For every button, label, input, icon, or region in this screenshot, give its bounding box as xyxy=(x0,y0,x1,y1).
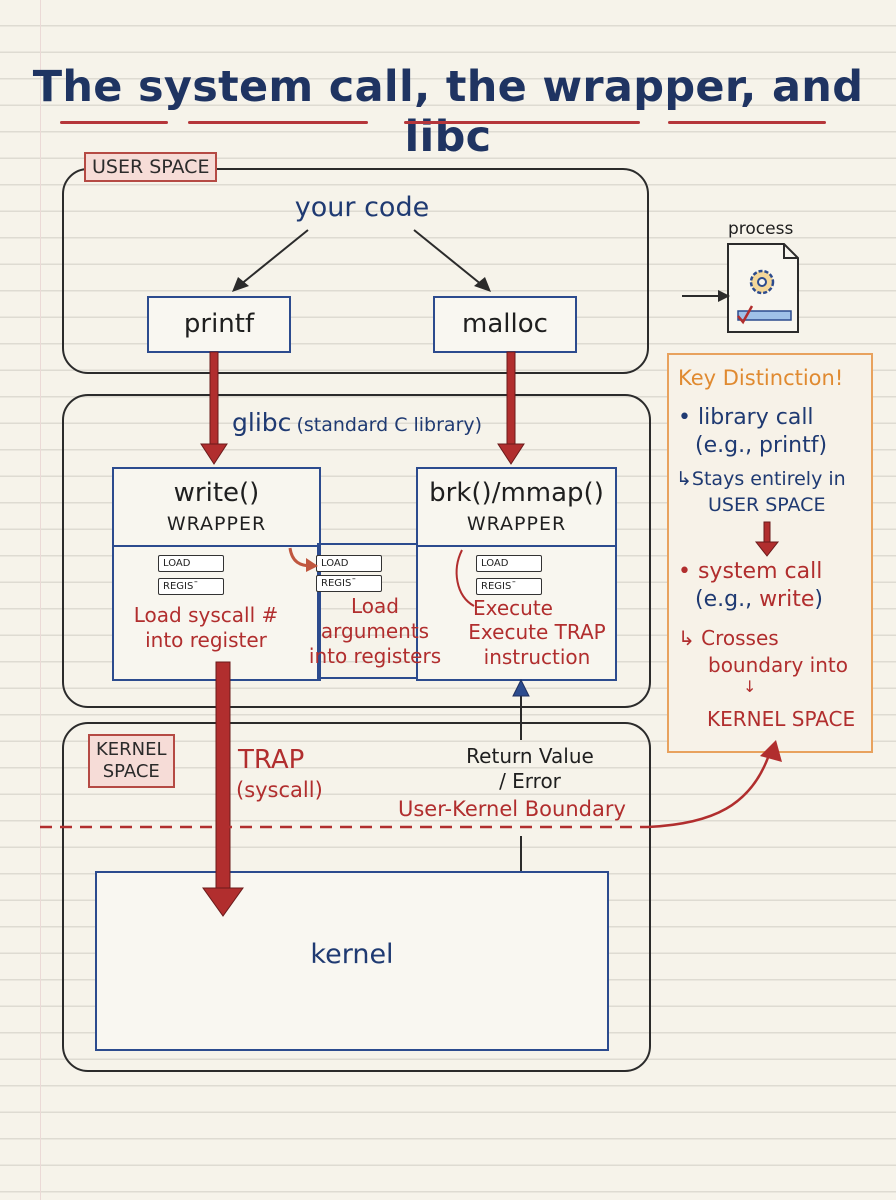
key-system-call: • system call xyxy=(678,559,823,584)
write-wrapper-sub: WRAPPER xyxy=(166,513,267,535)
kernel-space-region xyxy=(62,722,651,1072)
key-library-stays-2: USER SPACE xyxy=(708,494,826,516)
arrow-head xyxy=(760,740,782,762)
step-load-args-line3: into registers xyxy=(308,644,442,668)
kernel-box[interactable]: kernel xyxy=(95,871,609,1051)
arrow-head xyxy=(202,887,244,917)
step-load-args: Load arguments into registers xyxy=(300,594,450,669)
step-load-syscall-line1: Load syscall # xyxy=(133,603,279,627)
arrow-code-to-malloc xyxy=(413,229,483,286)
register-chip-regis: REGISˉ xyxy=(158,578,224,595)
arrow-head xyxy=(474,277,491,292)
step-execute-trap: Execute TRAP instruction xyxy=(462,620,612,670)
arrow-head xyxy=(200,443,228,465)
title-underline xyxy=(668,121,826,124)
kernel-space-tag: KERNEL SPACE xyxy=(88,734,175,788)
arrow-head xyxy=(512,678,530,697)
arrow-trap xyxy=(215,661,231,891)
boundary-label: User-Kernel Boundary xyxy=(398,797,626,821)
write-wrapper-header xyxy=(112,467,321,547)
register-chip-regis: REGISˉ xyxy=(316,575,382,592)
kernel-space-tag-line1: KERNEL xyxy=(96,739,167,760)
user-space-tag: USER SPACE xyxy=(84,152,218,182)
key-system-call-eg-suffix: ) xyxy=(814,587,823,612)
step-load-args-line1: Load xyxy=(351,594,399,618)
kernel-space-tag-line2: SPACE xyxy=(102,761,160,782)
trap-sub-label: (syscall) xyxy=(236,778,323,802)
wrapper-divider-bottom xyxy=(317,677,416,679)
key-system-crosses: ↳ Crosses xyxy=(678,626,779,650)
malloc-box[interactable]: malloc xyxy=(433,296,577,353)
notebook-margin-line xyxy=(40,0,41,1200)
return-value-line2: / Error xyxy=(499,769,561,793)
return-value-label: Return Value / Error xyxy=(450,744,610,794)
key-library-stays: ↳Stays entirely in xyxy=(676,468,846,490)
user-space-region xyxy=(62,168,649,374)
key-red-down-arrow xyxy=(763,521,771,545)
arrow-code-to-printf xyxy=(239,229,309,286)
boundary-curve-arrow xyxy=(647,751,772,829)
step-execute: Execute xyxy=(473,596,553,620)
key-system-call-eg: (e.g., write) xyxy=(695,586,823,614)
process-label: process xyxy=(728,219,794,239)
glibc-label: glibc (standard C library) xyxy=(232,408,482,437)
glibc-name: glibc xyxy=(232,408,292,437)
arrow-head xyxy=(306,558,318,572)
trap-label: TRAP xyxy=(238,745,305,775)
key-distinction-title: Key Distinction! xyxy=(678,366,844,390)
key-system-call-eg-word: write xyxy=(759,587,815,612)
arrow-printf-to-write xyxy=(209,351,219,446)
step-execute-trap-line2: instruction xyxy=(483,645,591,669)
register-chip-load: LOAD xyxy=(476,555,542,572)
register-chip-load: LOAD xyxy=(316,555,382,572)
title-underline xyxy=(60,121,168,124)
arrow-head xyxy=(718,290,730,302)
register-chip-regis: REGISˉ xyxy=(476,578,542,595)
execute-bracket xyxy=(455,549,475,607)
key-system-crosses-2: boundary into xyxy=(708,653,848,677)
brk-wrapper-header xyxy=(416,467,617,547)
arrow-malloc-to-brk xyxy=(506,351,516,446)
glibc-subtitle: (standard C library) xyxy=(296,414,483,436)
brk-wrapper-title: brk()/mmap() xyxy=(429,478,604,508)
step-load-args-line2: arguments xyxy=(320,619,430,643)
key-down-arrow: ↓ xyxy=(743,677,757,696)
malloc-label: malloc xyxy=(462,309,548,339)
brk-wrapper-sub: WRAPPER xyxy=(466,513,567,535)
step-load-syscall-line2: into register xyxy=(145,628,267,652)
key-library-call: • library call xyxy=(678,405,814,430)
arrow-head xyxy=(754,541,780,557)
wrapper-divider xyxy=(317,543,319,677)
key-system-call-eg-prefix: (e.g., xyxy=(695,587,760,612)
register-chip-load: LOAD xyxy=(158,555,224,572)
key-kernel-space: KERNEL SPACE xyxy=(707,707,856,731)
printf-box[interactable]: printf xyxy=(147,296,291,353)
page-title: The system call, the wrapper, and libc xyxy=(32,62,864,162)
kernel-label: kernel xyxy=(310,939,394,970)
your-code-label: your code xyxy=(294,192,430,223)
return-value-line1: Return Value xyxy=(466,744,594,768)
process-document-icon xyxy=(727,243,799,333)
step-execute-trap-line1: Execute TRAP xyxy=(468,620,606,644)
glibc-region xyxy=(62,394,651,708)
key-library-call-eg: (e.g., printf) xyxy=(695,433,828,458)
step-load-syscall: Load syscall # into register xyxy=(116,603,296,653)
title-underline xyxy=(404,121,640,124)
wrapper-divider-top xyxy=(317,543,416,545)
write-wrapper-title: write() xyxy=(173,478,260,508)
arrow-head xyxy=(232,277,249,292)
printf-label: printf xyxy=(183,309,255,339)
title-underline xyxy=(188,121,368,124)
arrow-head xyxy=(497,443,525,465)
